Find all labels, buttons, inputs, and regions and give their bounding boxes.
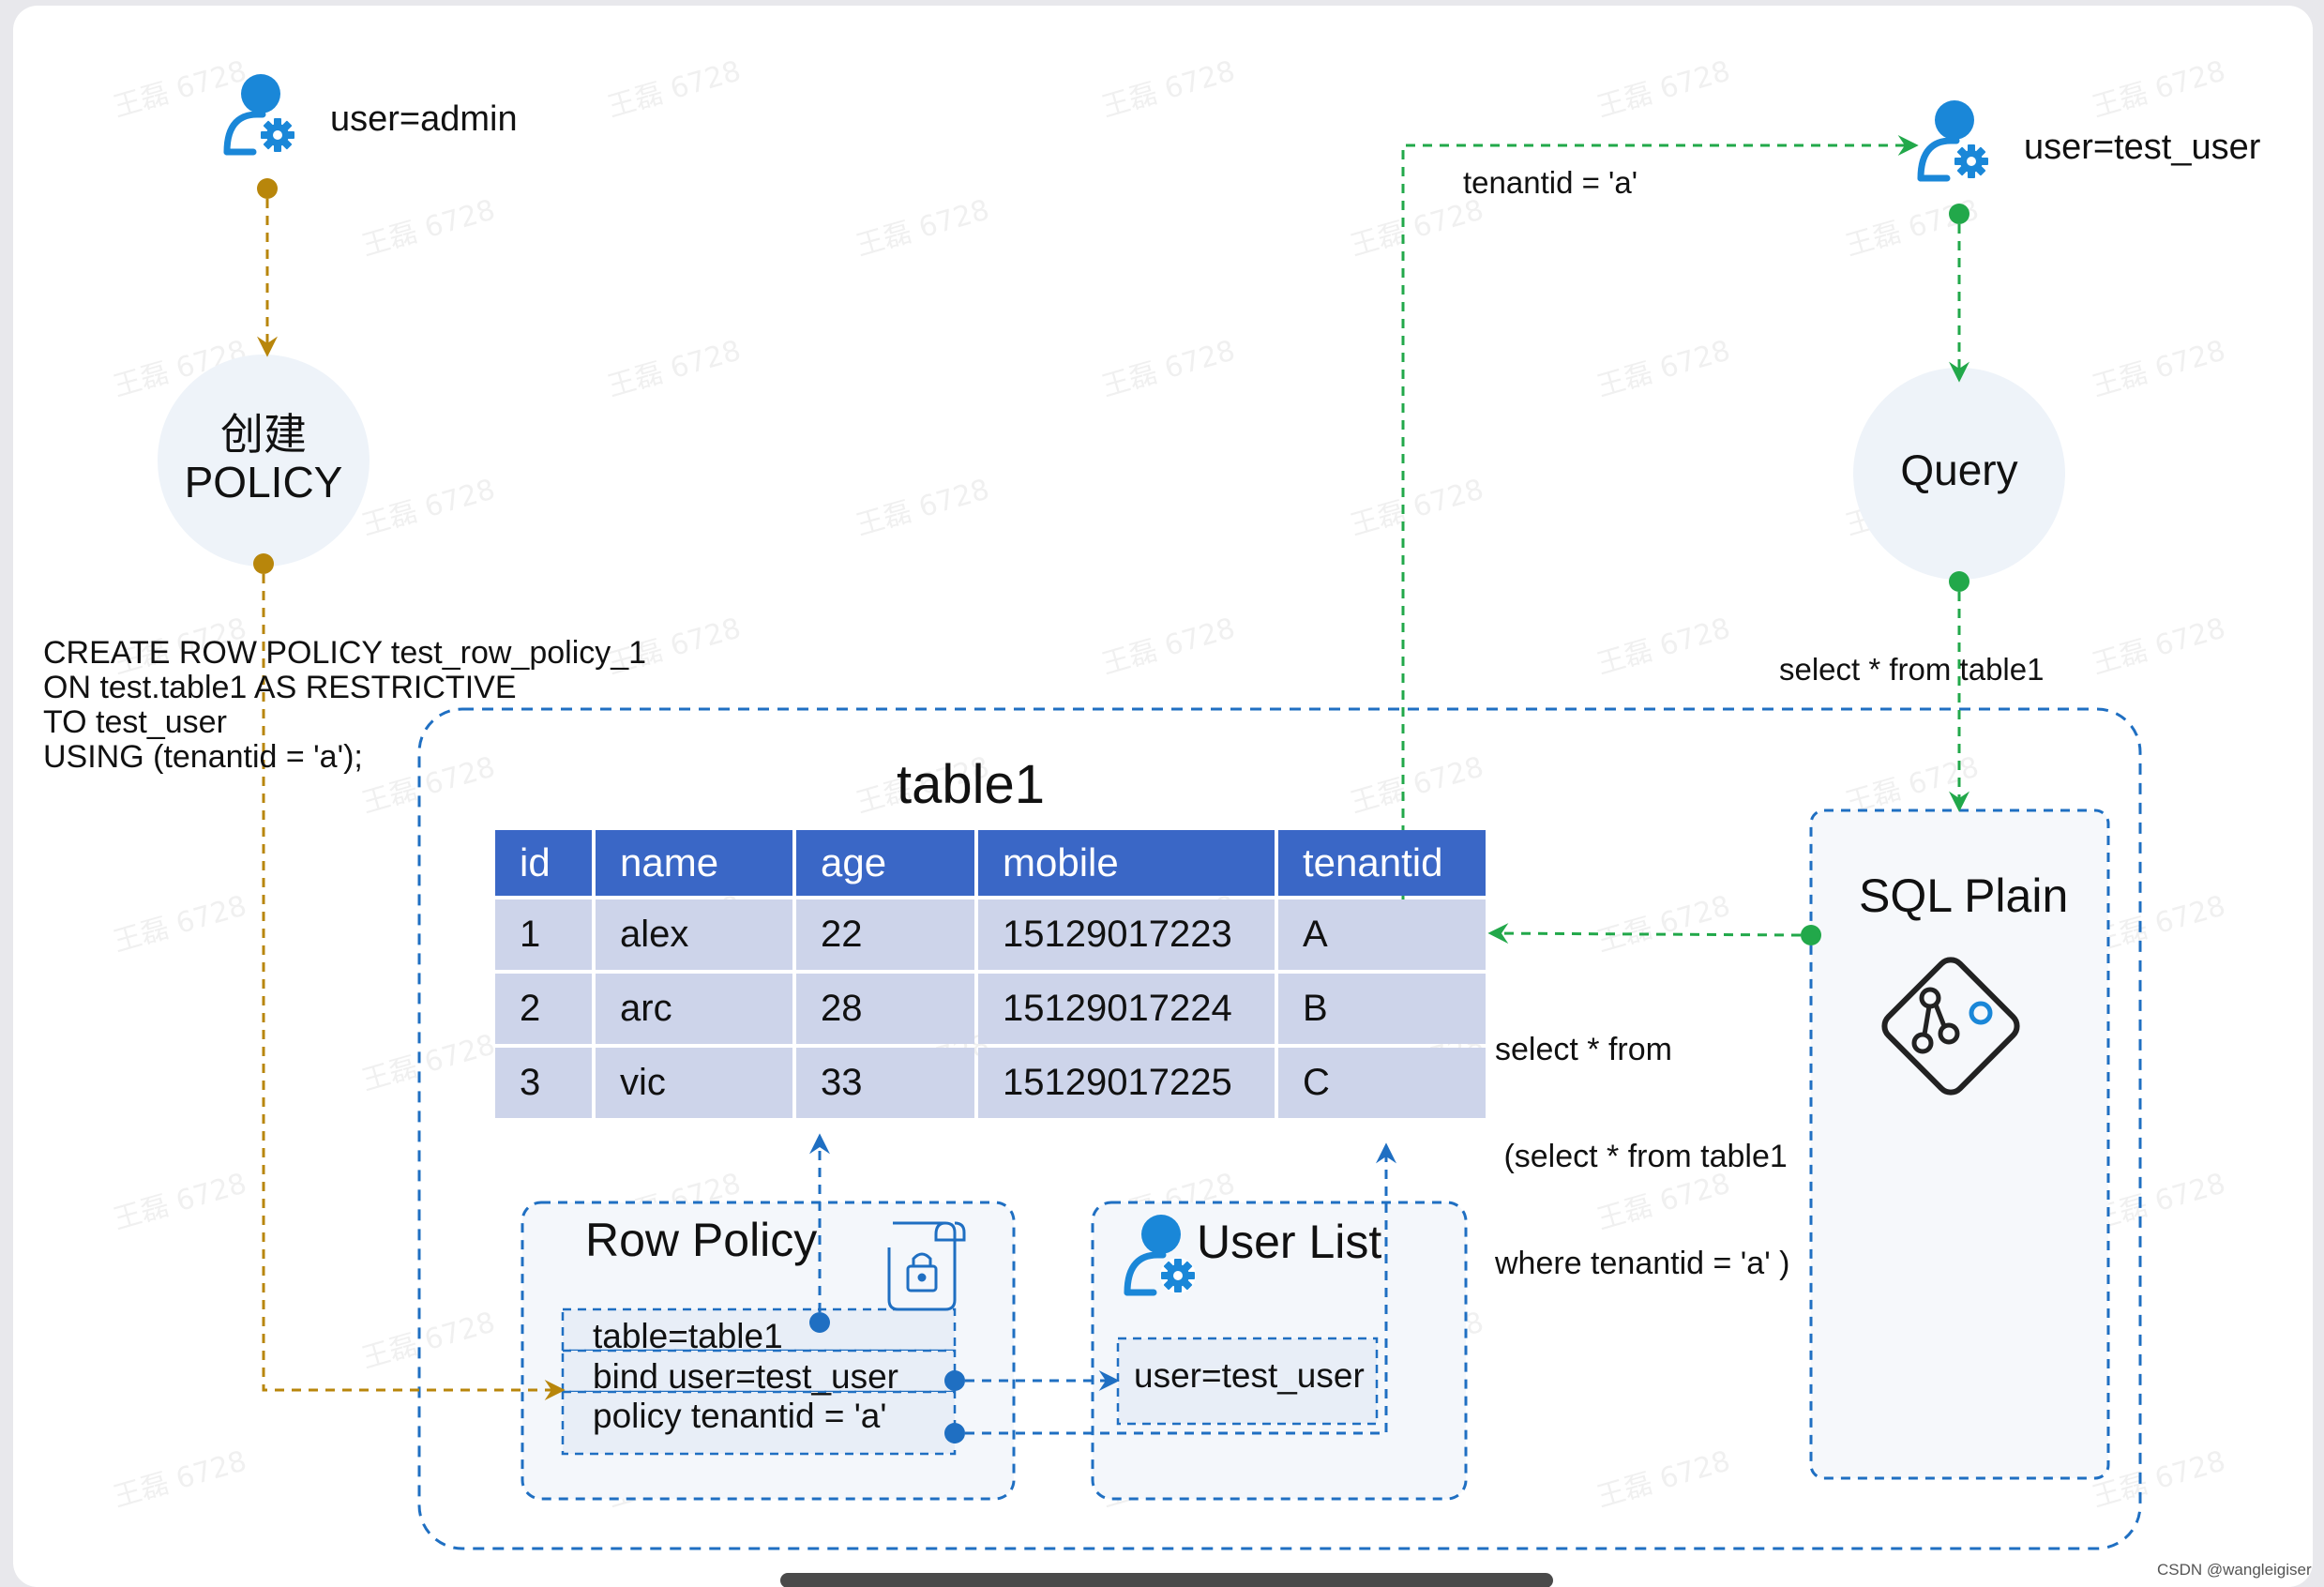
sql-line: ON test.table1 AS RESTRICTIVE (43, 670, 517, 705)
system-boundary (417, 707, 2142, 1550)
rewritten-query-label: select * from (select * from table1 wher… (1495, 960, 1789, 1353)
sql-line: CREATE ROW POLICY test_row_policy_1 (43, 635, 647, 671)
branch-blue-dot (1969, 1001, 1993, 1025)
cell-name: arc (596, 974, 792, 1044)
cell-name: alex (596, 899, 792, 970)
cell-age: 33 (796, 1048, 974, 1118)
table-title: table1 (897, 754, 1046, 815)
cell-tenantid: C (1278, 1048, 1486, 1118)
rewrite-line: select * from (1495, 1032, 1672, 1067)
query-node (1853, 368, 2065, 580)
create-out-dot (253, 553, 274, 574)
rewrite-line: where tenantid = 'a' ) (1495, 1246, 1790, 1281)
table-row: 2 arc 28 15129017224 B (495, 974, 1486, 1044)
column-header-tenantid: tenantid (1278, 830, 1486, 896)
cell-name: vic (596, 1048, 792, 1118)
admin-user-label: user=admin (330, 99, 518, 139)
policy-field-row-3 (561, 1390, 957, 1456)
column-header-age: age (796, 830, 974, 896)
cell-id: 3 (495, 1048, 592, 1118)
user-list-title: User List (1197, 1216, 1382, 1268)
create-policy-node (158, 355, 370, 567)
admin-user-icon (227, 74, 295, 153)
policy-tenant-dot (944, 1423, 965, 1443)
cell-tenantid: B (1278, 974, 1486, 1044)
csdn-credit: CSDN @wangleigiser (2157, 1561, 2312, 1579)
cell-age: 22 (796, 899, 974, 970)
tenant-to-table-edge (965, 1142, 1396, 1435)
git-branch-diamond-icon (1881, 957, 2020, 1096)
test-user-icon (1921, 100, 1989, 179)
policy-bind-dot (944, 1370, 965, 1391)
query-node-label: Query (1900, 446, 2018, 494)
cell-age: 28 (796, 974, 974, 1044)
sql-line: TO test_user (43, 704, 227, 740)
policy-field-table: table=table1 (593, 1317, 783, 1355)
column-header-mobile: mobile (978, 830, 1275, 896)
query-out-dot (1949, 571, 1969, 592)
data-table: id name age mobile tenantid 1 alex 22 15… (491, 826, 1489, 1122)
user-list-entry: user=test_user (1134, 1356, 1365, 1395)
select-edge-label: select * from table1 (1779, 652, 2045, 687)
row-policy-title: Row Policy (585, 1214, 818, 1266)
horizontal-scrollbar (780, 1573, 1553, 1587)
user-list-entry-box (1116, 1337, 1379, 1426)
cell-tenantid: A (1278, 899, 1486, 970)
create-policy-sql: CREATE ROW POLICY test_row_policy_1 ON t… (43, 636, 646, 775)
admin-dot (257, 178, 278, 199)
policy-table-dot (809, 1312, 830, 1333)
table-row: 1 alex 22 15129017223 A (495, 899, 1486, 970)
test-user-dot (1949, 204, 1969, 224)
create-node-label-line1: 创建 (220, 410, 307, 459)
policy-field-tenantid: policy tenantid = 'a' (593, 1397, 887, 1435)
column-header-name: name (596, 830, 792, 896)
plan-out-dot (1801, 925, 1821, 945)
policy-field-row-2 (561, 1349, 957, 1394)
test-user-label: user=test_user (2024, 128, 2261, 167)
create-to-policy-edge (262, 574, 566, 1400)
branch-glyph (1911, 987, 1960, 1054)
sql-line: USING (tenantid = 'a'); (43, 739, 363, 775)
sql-plain-title: SQL Plain (1859, 869, 2069, 922)
rewrite-line: (select * from table1 (1495, 1139, 1788, 1174)
cell-mobile: 15129017225 (978, 1048, 1275, 1118)
tenant-to-user-edge (1401, 135, 1919, 936)
table-row: 3 vic 33 15129017225 C (495, 1048, 1486, 1118)
plan-to-table-edge (1487, 923, 1802, 945)
create-node-label-line2: POLICY (184, 458, 343, 506)
column-header-id: id (495, 830, 592, 896)
cell-id: 2 (495, 974, 592, 1044)
cell-mobile: 15129017223 (978, 899, 1275, 970)
tenant-edge-label: tenantid = 'a' (1463, 165, 1637, 200)
cell-id: 1 (495, 899, 592, 970)
cell-mobile: 15129017224 (978, 974, 1275, 1044)
policy-field-row-1 (561, 1307, 957, 1353)
lock-document-icon (887, 1221, 966, 1311)
table-header-row: id name age mobile tenantid (495, 830, 1486, 896)
policy-field-bind-user: bind user=test_user (593, 1357, 899, 1396)
